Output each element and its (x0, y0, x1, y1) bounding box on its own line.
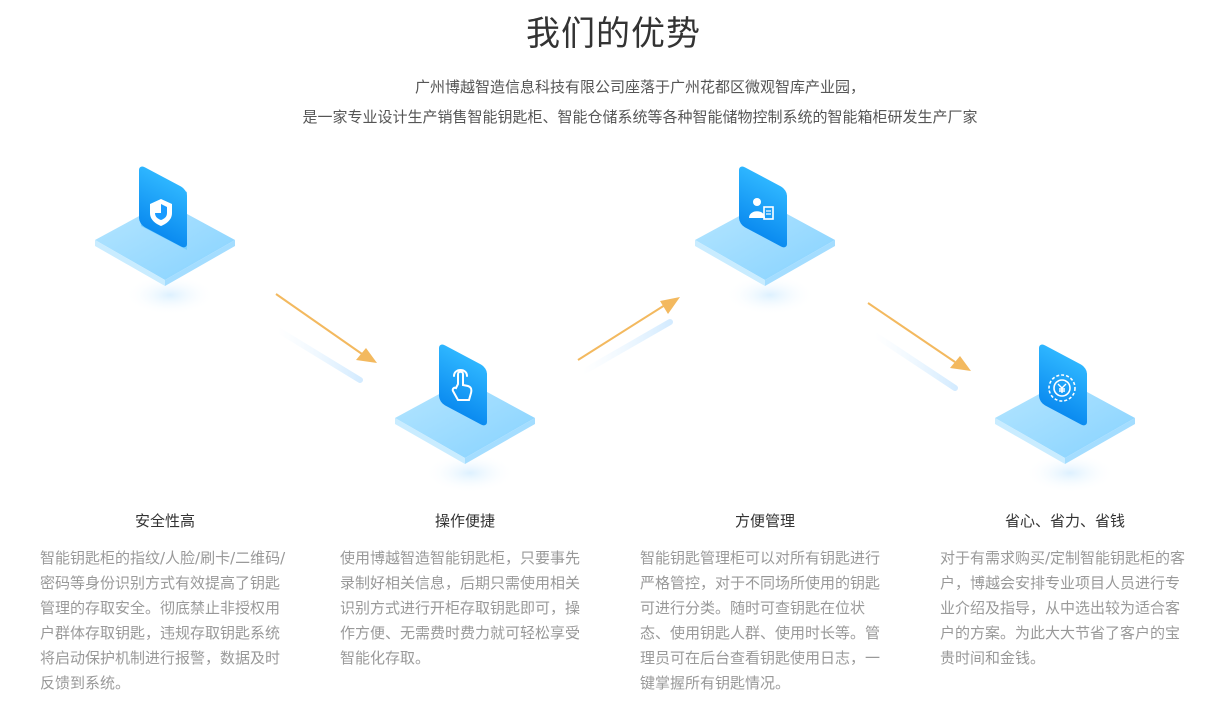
feature-illustration-security (95, 166, 235, 315)
touch-hand-icon (451, 369, 473, 401)
feature-illustration-convenience (395, 344, 535, 493)
feature-title-management: 方便管理 (734, 512, 795, 530)
feature-illustration-saving (995, 344, 1135, 493)
connector-arrow-2 (577, 297, 680, 375)
connector-arrow-1 (275, 293, 377, 383)
intro-line-2: 是一家专业设计生产销售智能钥匙柜、智能仓储系统等各种智能储物控制系统的智能箱柜研… (302, 108, 978, 126)
feature-desc-management: 智能钥匙管理柜可以对所有钥匙进行严格管控，对于不同场所使用的钥匙可进行分类。随时… (640, 549, 881, 692)
feature-desc-saving: 对于有需求购买/定制智能钥匙柜的客户，博越会安排专业项目人员进行专业介绍及指导，… (940, 549, 1186, 667)
feature-illustration-management (695, 166, 835, 315)
feature-title-convenience: 操作便捷 (434, 512, 495, 530)
connector-arrow-3 (867, 302, 971, 391)
shield-icon (150, 199, 172, 226)
feature-desc-security: 智能钥匙柜的指纹/人脸/刷卡/二维码/密码等身份识别方式有效提高了钥匙管理的存取… (40, 549, 286, 692)
feature-title-security: 安全性高 (134, 512, 195, 530)
section-title: 我们的优势 (526, 14, 701, 54)
section-intro: 广州博越智造信息科技有限公司座落于广州花都区微观智库产业园， 是一家专业设计生产… (0, 72, 1227, 132)
intro-line-1: 广州博越智造信息科技有限公司座落于广州花都区微观智库产业园， (414, 78, 865, 96)
money-saving-icon (1048, 374, 1076, 402)
manager-icon (749, 198, 774, 220)
feature-title-saving: 省心、省力、省钱 (1004, 512, 1125, 530)
feature-desc-convenience: 使用博越智造智能钥匙柜，只要事先录制好相关信息，后期只需使用相关识别方式进行开柜… (340, 549, 581, 667)
